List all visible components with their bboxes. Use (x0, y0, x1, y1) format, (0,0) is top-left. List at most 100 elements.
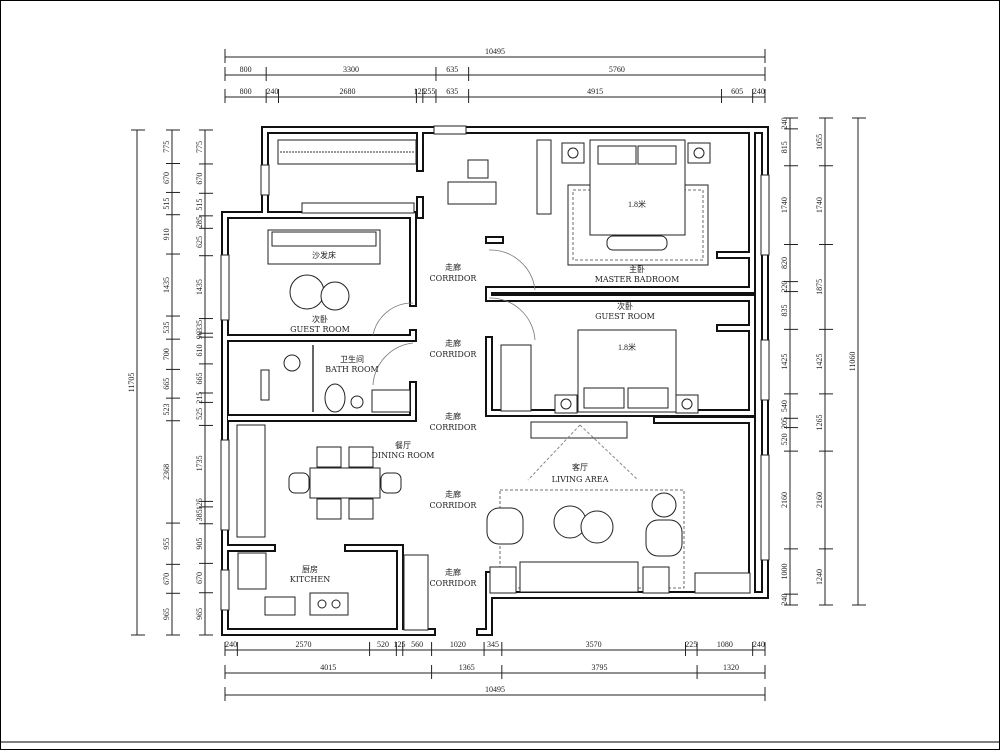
bathroom-label-en: BATH ROOM (325, 365, 378, 374)
dimension-value: 240 (753, 640, 765, 649)
corridor-label-en-4: CORRIDOR (430, 501, 478, 510)
dimension-value: 520 (377, 640, 389, 649)
dimension-value: 2160 (780, 492, 789, 508)
dimension-value: 225 (685, 640, 697, 649)
dimension-value: 1740 (815, 197, 824, 213)
dimension-value: 4015 (320, 663, 336, 672)
dimension-value: 11060 (848, 352, 857, 372)
dimension-value: 240 (266, 87, 278, 96)
dimension-value: 605 (731, 87, 743, 96)
dimension-value: 610 (195, 345, 204, 357)
corridor-label-en-3: CORRIDOR (430, 423, 478, 432)
dimension-value: 3570 (586, 640, 602, 649)
dimension-value: 240 (225, 640, 237, 649)
dimension-value: 800 (240, 87, 252, 96)
kitchen-label-en: KITCHEN (290, 575, 330, 584)
dimension-value: 670 (162, 172, 171, 184)
dimension-value: 2680 (339, 87, 355, 96)
bathroom-label-cn: 卫生间 (340, 354, 364, 364)
dimension-value: 515 (162, 198, 171, 210)
windows (220, 125, 770, 611)
dimension-value: 1020 (450, 640, 466, 649)
dimension-value: 625 (195, 236, 204, 248)
dimension-value: 1435 (195, 279, 204, 295)
dimension-value: 535 (162, 322, 171, 334)
guest-bed-size: 1.8米 (618, 342, 636, 352)
dimension-value: 220 (780, 281, 789, 293)
dimension-value: 1425 (815, 354, 824, 370)
master-bedroom-label-cn: 主卧 (629, 264, 645, 274)
dimension-value: 523 (162, 403, 171, 415)
corridor-label-cn-3: 走廊 (445, 411, 461, 421)
kitchen-fixtures (237, 552, 429, 631)
dimension-value: 670 (195, 173, 204, 185)
guest-room-right-label-en: GUEST ROOM (595, 312, 655, 321)
living-area-label-en: LIVING AREA (552, 475, 609, 484)
dimension-value: 520 (780, 433, 789, 445)
dimension-value: 1425 (780, 354, 789, 370)
dimension-value: 2160 (815, 492, 824, 508)
dimension-value: 635 (446, 87, 458, 96)
dimension-value: 665 (162, 378, 171, 390)
guest-room-left-label-cn: 次卧 (312, 314, 328, 324)
dimension-value: 910 (162, 228, 171, 240)
dimension-value: 125 (394, 640, 406, 649)
dimension-value: 125 (195, 498, 204, 510)
guest-room-left-label-en: GUEST ROOM (290, 325, 350, 334)
dimension-value: 965 (162, 608, 171, 620)
guest-bed-right: 1.8米 (500, 329, 699, 414)
dimension-value: 965 (195, 608, 204, 620)
corridor-label-en-2: CORRIDOR (430, 350, 478, 359)
dimension-value: 560 (411, 640, 423, 649)
dimension-value: 835 (780, 304, 789, 316)
dimension-value: 5760 (609, 65, 625, 74)
dimension-value: 700 (162, 348, 171, 360)
dimension-value: 955 (162, 538, 171, 550)
desk (447, 139, 552, 215)
dimension-value: 240 (753, 87, 765, 96)
dimension-value: 800 (240, 65, 252, 74)
corridor-label-cn-2: 走廊 (445, 338, 461, 348)
corridor-label-cn-4: 走廊 (445, 489, 461, 499)
dimension-value: 905 (195, 538, 204, 550)
dimension-value: 815 (780, 141, 789, 153)
dimension-value: 205 (780, 417, 789, 429)
dimension-value: 10495 (485, 47, 505, 56)
dimension-value: 90 (195, 331, 204, 339)
dimension-value: 670 (195, 572, 204, 584)
guest-room-right-label-cn: 次卧 (617, 301, 633, 311)
kitchen-label-cn: 厨房 (302, 564, 318, 574)
dimension-value: 285 (195, 216, 204, 228)
dimension-value: 775 (195, 141, 204, 153)
wardrobe (277, 139, 417, 214)
dimension-value: 1265 (815, 414, 824, 430)
dimension-value: 1435 (162, 277, 171, 293)
sofa-bed-label: 沙发床 (312, 250, 336, 260)
doors (372, 249, 536, 386)
dimension-value: 665 (195, 372, 204, 384)
dining-table (236, 424, 402, 538)
dimension-value: 515 (195, 199, 204, 211)
living-furniture (486, 421, 751, 594)
corridor-label-en-1: CORRIDOR (430, 274, 478, 283)
corridor-label-cn-5: 走廊 (445, 567, 461, 577)
dimension-value: 540 (780, 400, 789, 412)
corridor-label-en-5: CORRIDOR (430, 579, 478, 588)
master-bed: 1.8米 (561, 139, 711, 266)
living-area-label-cn: 客厅 (572, 462, 588, 472)
dimension-value: 215 (195, 392, 204, 404)
dimension-value: 1365 (459, 663, 475, 672)
dimension-value: 3795 (591, 663, 607, 672)
sofa-bed: 沙发床 (267, 229, 381, 311)
dimension-value: 1240 (815, 569, 824, 585)
dimension-value: 1320 (723, 663, 739, 672)
dimension-value: 1740 (780, 197, 789, 213)
bathroom-fixtures (283, 345, 411, 413)
dining-room-label-cn: 餐厅 (395, 441, 411, 450)
dimension-value: 10495 (485, 685, 505, 694)
dimension-value: 1735 (195, 455, 204, 471)
dimension-value: 385 (195, 509, 204, 521)
